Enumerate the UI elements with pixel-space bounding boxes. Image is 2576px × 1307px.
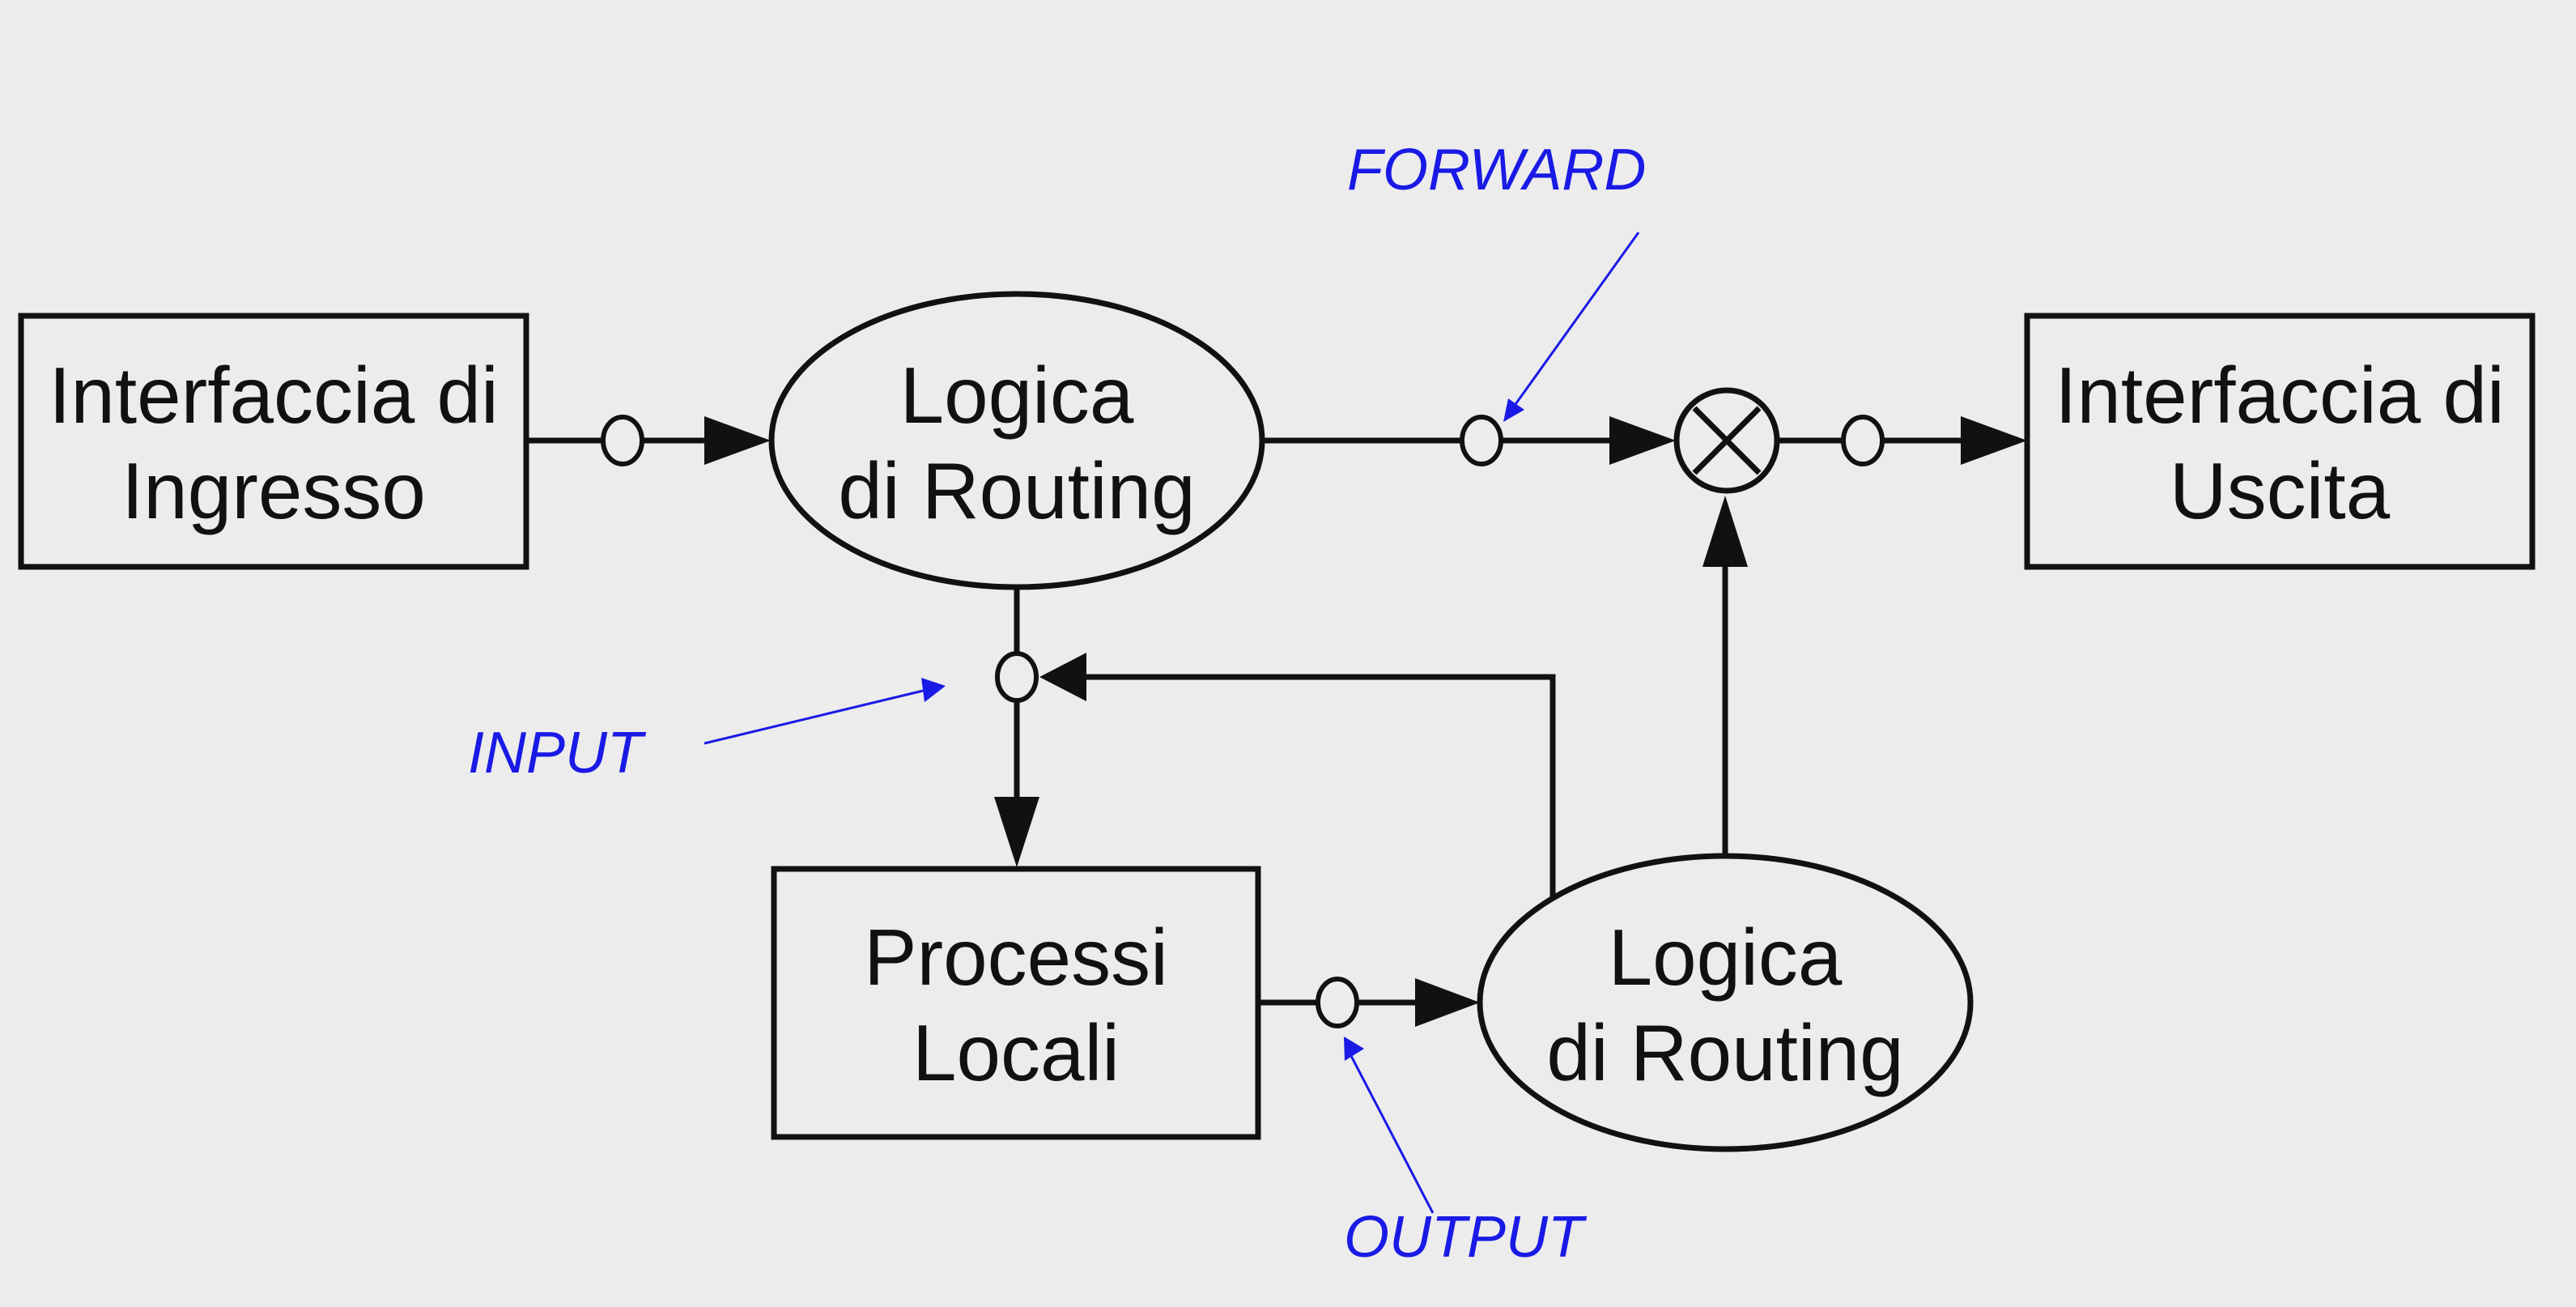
arrowhead-left-icon [1039,653,1086,701]
merge-cross-line [1692,406,1762,475]
forward-junction [1460,415,1503,466]
routing-logic-top-label-line1: Logica [900,351,1134,440]
node-routing-logic-top: Logica di Routing [768,291,1265,590]
arrowhead-right-icon [1961,416,2027,465]
forward-pointer-arrowhead-icon [1503,398,1524,422]
arrowhead-right-icon [1609,416,1676,465]
input-pointer-arrowhead-icon [921,678,946,702]
annotation-forward: FORWARD [1347,138,1646,422]
annotations: FORWARD INPUT OUTPUT [468,138,1646,1270]
input-pointer-line [704,689,924,745]
node-routing-logic-bottom: Logica di Routing [1477,853,1974,1152]
annotation-output: OUTPUT [1344,1037,1588,1270]
merge-node [1673,387,1780,494]
arrowhead-right-icon [1415,978,1480,1027]
output-interface-box [2024,313,2536,570]
output-label: OUTPUT [1344,1205,1588,1270]
forward-pointer-line [1512,232,1640,407]
input-label: INPUT [468,721,647,785]
input-interface-label-line1: Interfaccia di [49,351,499,440]
input-junction [995,651,1039,703]
arrowhead-down-icon [994,797,1039,867]
local-processes-box [771,866,1261,1140]
arrowhead-right-icon [704,416,771,465]
output-interface-label-line1: Interfaccia di [2055,351,2505,440]
node-input-interface: Interfaccia di Ingresso [18,313,529,570]
node-output-interface: Interfaccia di Uscita [2024,313,2536,570]
local-processes-label-line1: Processi [864,913,1168,1002]
routing-logic-bottom-label-line2: di Routing [1546,1008,1903,1097]
postrouting-junction [1841,415,1885,466]
input-interface-label-line2: Ingresso [121,446,426,535]
output-junction [1316,977,1359,1028]
node-local-processes: Processi Locali [771,866,1261,1140]
local-processes-label-line2: Locali [912,1008,1120,1097]
arrowhead-up-icon [1702,496,1748,567]
forward-label: FORWARD [1347,138,1646,202]
junctions [601,415,1885,1028]
routing-logic-bottom-ellipse [1477,853,1974,1152]
output-pointer-arrowhead-icon [1344,1037,1364,1061]
output-pointer-line [1349,1054,1435,1214]
output-interface-label-line2: Uscita [2170,446,2391,535]
prerouting-junction [601,415,644,466]
routing-logic-top-label-line2: di Routing [838,446,1195,535]
edge-feedback-to-input [1077,674,1556,897]
routing-logic-top-ellipse [768,291,1265,590]
input-interface-box [18,313,529,570]
arrowheads [704,416,2027,1027]
routing-logic-bottom-label-line1: Logica [1609,913,1843,1002]
annotation-input: INPUT [468,678,946,785]
